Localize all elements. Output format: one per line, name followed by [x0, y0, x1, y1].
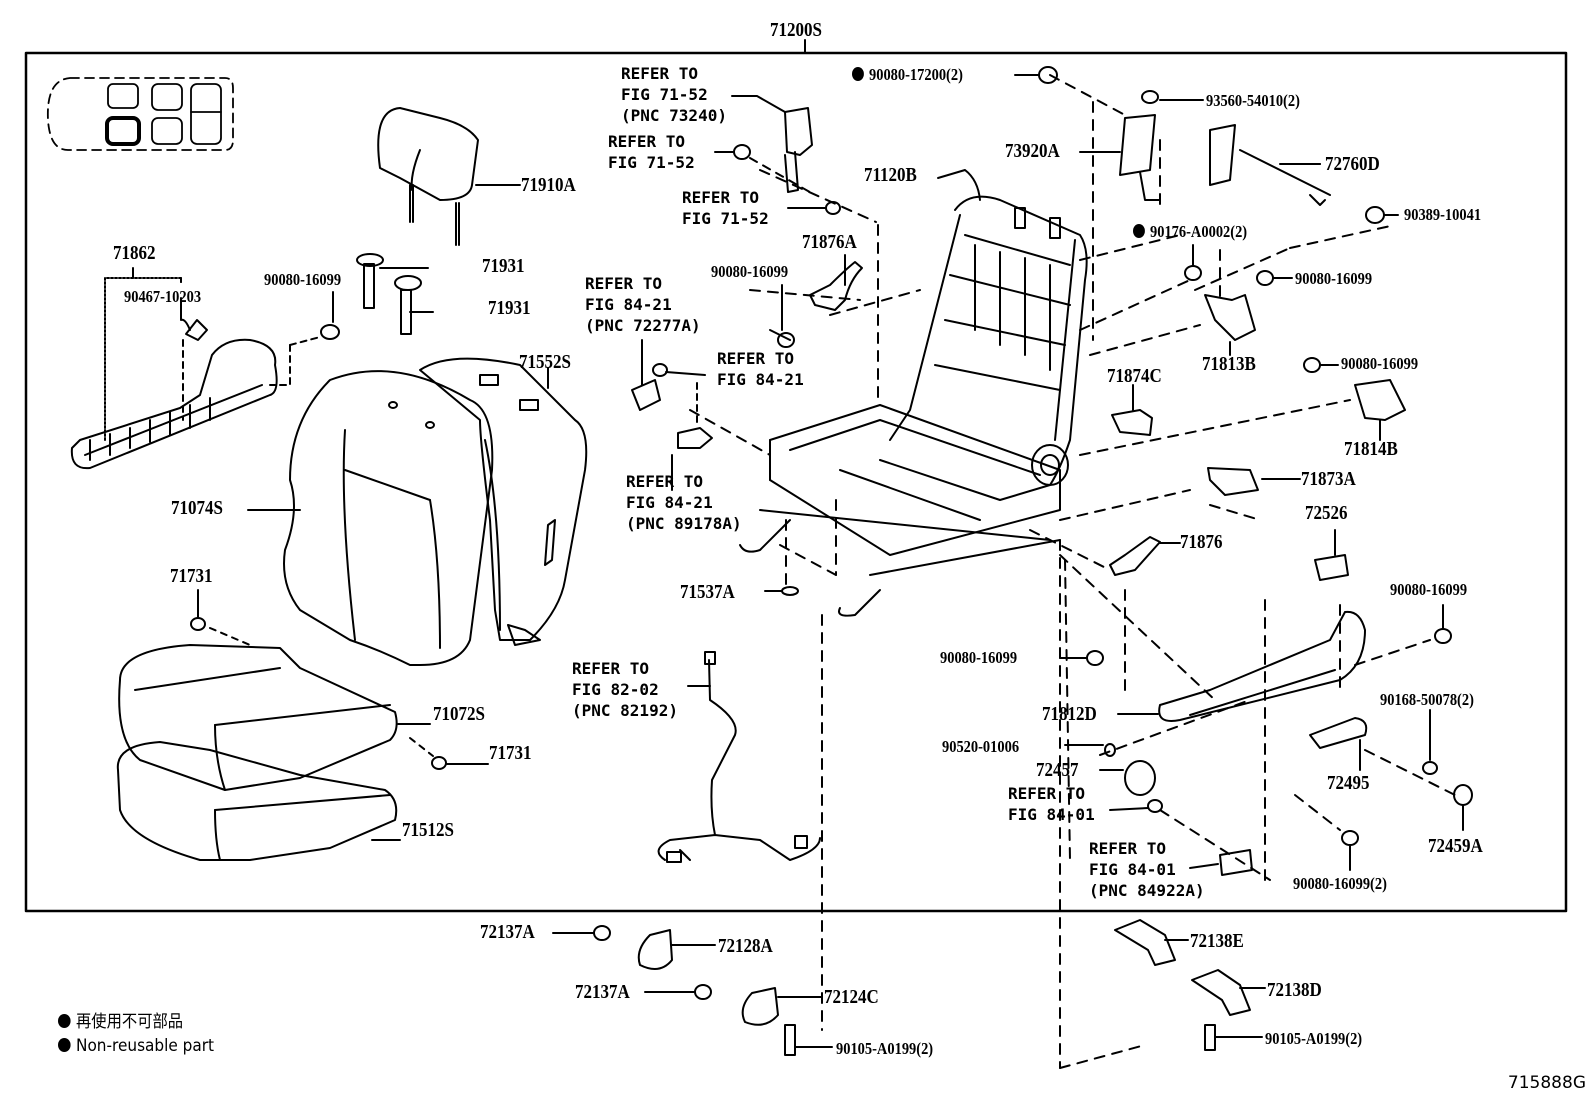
seat-cushion-pad-icon: [116, 741, 398, 861]
part-label-72495[interactable]: 72495: [1327, 772, 1370, 794]
part-label-90080-16099[interactable]: 90080-16099: [940, 648, 1018, 667]
connector-72277A-icon: [631, 379, 661, 411]
part-label-90080-16099[interactable]: 90080-16099: [1295, 269, 1373, 288]
part-label-71120B[interactable]: 71120B: [864, 164, 917, 186]
seatback-cover-icon: [283, 370, 494, 666]
part-label-71072S[interactable]: 71072S: [433, 703, 485, 725]
cover-71814B-icon: [1354, 379, 1406, 421]
leg-cover-72138E-icon: [1114, 919, 1176, 966]
part-label-90080-16099[interactable]: 90080-16099: [711, 262, 789, 281]
seat-side-cover-icon: [1158, 610, 1366, 722]
part-label-90080-16099[interactable]: 90080-16099: [1341, 354, 1419, 373]
reference-fig-71-52[interactable]: REFER TO FIG 71-52: [682, 188, 769, 228]
part-label-93560-54010[interactable]: 93560-54010(2): [1206, 91, 1300, 110]
slide-stopper-72526-icon: [1314, 554, 1349, 581]
seatback-pad-icon: [419, 357, 588, 646]
part-label-71812D[interactable]: 71812D: [1042, 703, 1097, 725]
part-label-71512S[interactable]: 71512S: [402, 819, 454, 841]
legend-item-jp: 再使用不可部品: [58, 1010, 214, 1034]
reference-fig-71-52[interactable]: REFER TO FIG 71-52: [608, 132, 695, 172]
reference-fig-84-21[interactable]: REFER TO FIG 84-21: [717, 349, 804, 389]
part-label-71873A[interactable]: 71873A: [1301, 468, 1356, 490]
side-airbag-icon: [1119, 114, 1161, 201]
reference-fig-84-01[interactable]: REFER TO FIG 84-01: [1008, 784, 1095, 824]
cover-71873A-icon: [1207, 467, 1259, 496]
leg-cover-72138D-icon: [1191, 969, 1251, 1016]
seat-belt-buckle-icon: [784, 107, 813, 193]
cover-71874C-icon: [1111, 409, 1153, 436]
bolt-icon: [784, 1024, 796, 1056]
reference-fig-84-21-pnc-72277A[interactable]: REFER TO FIG 84-21 (PNC 72277A): [585, 274, 701, 335]
connector-89178A-icon: [677, 427, 713, 449]
part-label-72137A[interactable]: 72137A: [575, 981, 630, 1003]
legend: 再使用不可部品 Non-reusable part: [58, 1010, 214, 1058]
leg-cover-72124C-icon: [741, 987, 779, 1026]
seat-locator-inset-icon: [47, 77, 234, 151]
wire-harness-icon: [657, 659, 821, 861]
part-label-71874C[interactable]: 71874C: [1107, 365, 1162, 387]
headrest-icon: [377, 107, 479, 246]
assembly-frame: [24, 51, 1568, 913]
part-label-71814B[interactable]: 71814B: [1344, 438, 1398, 460]
non-reusable-marker-icon: [58, 1038, 71, 1052]
part-label-90176-A0002[interactable]: 90176-A0002(2): [1133, 222, 1247, 242]
part-label-71876A[interactable]: 71876A: [802, 231, 857, 253]
non-reusable-marker-icon: [852, 67, 864, 81]
bracket-71876-icon: [1109, 536, 1161, 576]
part-label-90389-10041[interactable]: 90389-10041: [1404, 205, 1482, 224]
cover-71813B-icon: [1204, 294, 1256, 341]
part-label-90080-16099[interactable]: 90080-16099: [1390, 580, 1468, 599]
part-label-71074S[interactable]: 71074S: [171, 497, 223, 519]
part-label-72124C[interactable]: 72124C: [824, 986, 879, 1008]
part-label-72457[interactable]: 72457: [1036, 759, 1079, 781]
bolt-icon: [1204, 1024, 1216, 1051]
part-label-72760D[interactable]: 72760D: [1325, 153, 1380, 175]
headrest-guide-icon: [356, 253, 422, 335]
part-label-90520-01006[interactable]: 90520-01006: [942, 737, 1020, 756]
side-shield-icon: [70, 338, 278, 470]
part-label-72128A[interactable]: 72128A: [718, 935, 773, 957]
figure-code: 715888G: [1507, 1073, 1586, 1093]
part-label-90168-50078[interactable]: 90168-50078(2): [1380, 690, 1474, 709]
part-label-71876[interactable]: 71876: [1180, 531, 1223, 553]
part-label-72459A[interactable]: 72459A: [1428, 835, 1483, 857]
part-label-90080-16099[interactable]: 90080-16099: [264, 270, 342, 289]
legend-item-en: Non-reusable part: [58, 1034, 214, 1058]
part-label-71731[interactable]: 71731: [170, 565, 213, 587]
knob-72457-icon: [1124, 760, 1156, 796]
assembly-part-number: 71200S: [770, 19, 822, 41]
part-label-90105-A0199[interactable]: 90105-A0199(2): [1265, 1029, 1363, 1048]
part-label-90105-A0199[interactable]: 90105-A0199(2): [836, 1039, 934, 1058]
reference-fig-84-01-pnc-84922A[interactable]: REFER TO FIG 84-01 (PNC 84922A): [1089, 839, 1205, 900]
part-label-71931[interactable]: 71931: [482, 255, 525, 277]
part-label-72526[interactable]: 72526: [1305, 502, 1348, 524]
part-label-71552S[interactable]: 71552S: [519, 351, 571, 373]
part-label-71731[interactable]: 71731: [489, 742, 532, 764]
bracket-71876A-icon: [809, 261, 863, 311]
reference-fig-82-02-pnc-82192[interactable]: REFER TO FIG 82-02 (PNC 82192): [572, 659, 678, 720]
part-label-72137A[interactable]: 72137A: [480, 921, 535, 943]
leg-cover-72128A-icon: [637, 929, 673, 970]
part-label-71862[interactable]: 71862: [113, 242, 156, 264]
seat-frame-icon: [739, 195, 1088, 617]
part-label-90080-17200[interactable]: 90080-17200(2): [852, 65, 963, 85]
part-label-71931[interactable]: 71931: [488, 297, 531, 319]
reference-fig-71-52-pnc-73240[interactable]: REFER TO FIG 71-52 (PNC 73240): [621, 64, 727, 125]
part-label-90467-10203[interactable]: 90467-10203: [124, 287, 202, 306]
part-label-71537A[interactable]: 71537A: [680, 581, 735, 603]
part-label-72138D[interactable]: 72138D: [1267, 979, 1322, 1001]
non-reusable-marker-icon: [1133, 224, 1145, 238]
lever-72495-icon: [1309, 717, 1368, 749]
non-reusable-marker-icon: [58, 1014, 71, 1028]
recliner-cable-icon: [1209, 124, 1331, 206]
part-label-71910A[interactable]: 71910A: [521, 174, 576, 196]
seat-cushion-cover-icon: [118, 644, 398, 791]
part-label-71813B[interactable]: 71813B: [1202, 353, 1256, 375]
switch-84922A-icon: [1219, 849, 1253, 876]
part-label-72138E[interactable]: 72138E: [1190, 930, 1244, 952]
part-label-90080-16099-x2[interactable]: 90080-16099(2): [1293, 874, 1387, 893]
reference-fig-84-21-pnc-89178A[interactable]: REFER TO FIG 84-21 (PNC 89178A): [626, 472, 742, 533]
part-label-73920A[interactable]: 73920A: [1005, 140, 1060, 162]
